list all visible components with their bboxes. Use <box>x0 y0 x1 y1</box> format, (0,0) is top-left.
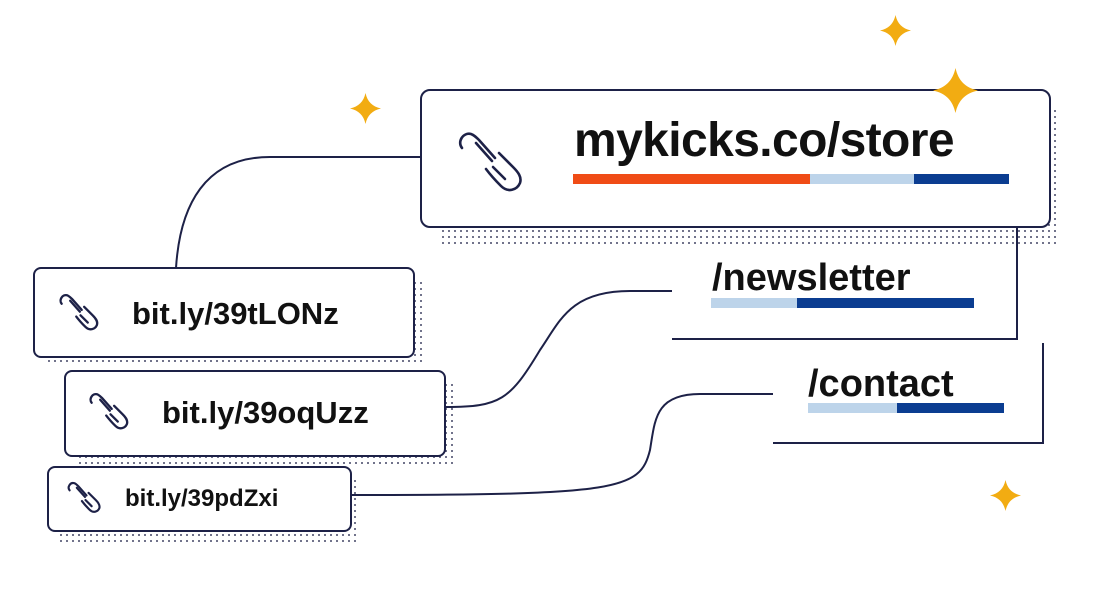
sparkle-icon <box>990 480 1021 511</box>
domain-highlight-bar <box>573 174 810 184</box>
link-icon <box>89 393 129 430</box>
short-link-card-1 <box>33 267 415 358</box>
path-highlight-bar <box>914 174 1009 184</box>
short-link-card-3 <box>47 466 352 532</box>
newsletter-light-bar <box>711 298 797 308</box>
sparkle-icon <box>933 68 978 113</box>
short-link-3: bit.ly/39pdZxi <box>125 485 279 512</box>
link-icon <box>67 481 101 513</box>
connector-main-to-first-short-link <box>175 156 420 269</box>
main-link-card <box>420 89 1051 228</box>
contact-frame-lines <box>773 343 1044 444</box>
short-link-card-2 <box>64 370 446 457</box>
path-label-newsletter: /newsletter <box>712 257 911 299</box>
contact-light-bar <box>808 403 897 413</box>
connector-newsletter-to-second-short-link <box>445 290 672 408</box>
newsletter-dark-bar <box>797 298 974 308</box>
short-link-1: bit.ly/39tLONz <box>132 296 339 331</box>
contact-dark-bar <box>897 403 1004 413</box>
sparkle-icon <box>880 15 911 46</box>
connector-contact-to-third-short-link <box>351 393 773 496</box>
path-label-contact: /contact <box>808 363 954 405</box>
newsletter-frame-lines <box>672 218 1018 340</box>
link-icon <box>458 132 522 192</box>
sparkle-icon <box>350 93 381 124</box>
short-link-2: bit.ly/39oqUzz <box>162 395 369 430</box>
link-icon <box>59 294 99 331</box>
slash-highlight-bar <box>810 174 914 184</box>
main-destination-url: mykicks.co/store <box>574 114 955 167</box>
